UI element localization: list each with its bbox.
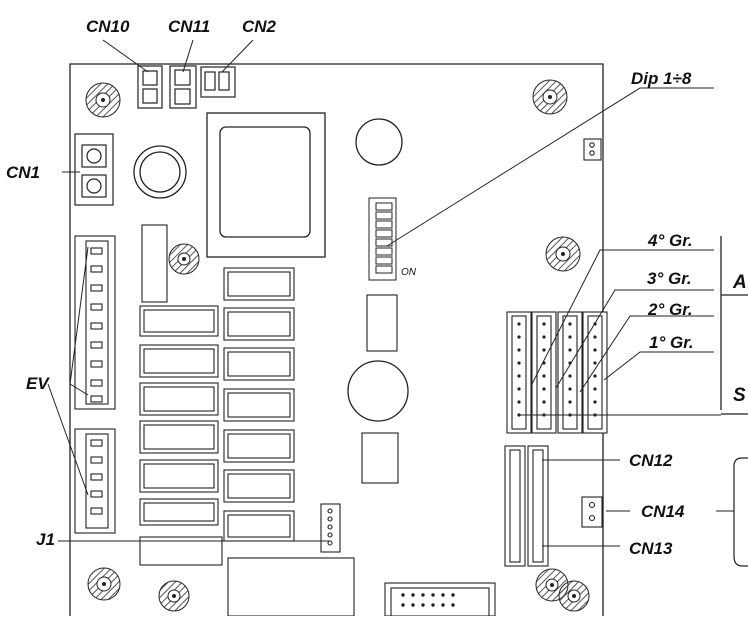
- mounting-hole: [545, 236, 581, 272]
- label-group-1: 1° Gr.: [649, 333, 694, 352]
- bottom-header: [384, 582, 496, 617]
- label-cn10: CN10: [86, 17, 130, 36]
- connector-cn10: [137, 65, 163, 109]
- small-connector: [583, 138, 602, 161]
- label-group-2: 2° Gr.: [648, 300, 693, 319]
- relay-components: [139, 224, 399, 617]
- label-group-4: 4° Gr.: [648, 231, 693, 250]
- mounting-hole: [532, 79, 568, 115]
- label-j1: J1: [36, 530, 55, 549]
- label-side-a: A: [733, 272, 747, 293]
- mounting-hole: [168, 243, 200, 275]
- leader-lines: [47, 39, 734, 547]
- group-headers: [506, 311, 608, 434]
- ev-terminal-block-upper: [74, 235, 116, 410]
- mounting-hole: [87, 567, 121, 601]
- label-ev: EV: [26, 374, 49, 393]
- connector-cn14: [581, 496, 603, 528]
- label-dip-on: ON: [401, 267, 416, 278]
- connector-cn2: [200, 66, 236, 98]
- dip-switch-block: [368, 197, 397, 281]
- ev-terminal-block-lower: [74, 428, 116, 534]
- round-components: [133, 118, 409, 422]
- label-dip-switches: Dip 1÷8: [631, 69, 692, 88]
- bracket-lines: [720, 236, 748, 415]
- label-cn1: CN1: [6, 163, 41, 182]
- mounting-hole: [158, 580, 190, 612]
- external-block: [733, 457, 748, 567]
- jumper-j1: [320, 503, 341, 553]
- label-cn12: CN12: [629, 451, 673, 470]
- connector-cn12-cn13: [504, 445, 549, 567]
- label-cn2: CN2: [242, 17, 277, 36]
- mounting-hole: [85, 82, 121, 118]
- transformer: [206, 112, 326, 258]
- connector-cn11: [169, 65, 197, 109]
- label-cn13: CN13: [629, 539, 673, 558]
- label-group-3: 3° Gr.: [647, 269, 692, 288]
- connector-cn1: [74, 133, 114, 206]
- label-cn11: CN11: [168, 17, 211, 36]
- label-side-s: S: [733, 385, 746, 406]
- label-cn14: CN14: [641, 502, 685, 521]
- mounting-hole: [558, 580, 590, 612]
- mounting-holes: [85, 79, 590, 612]
